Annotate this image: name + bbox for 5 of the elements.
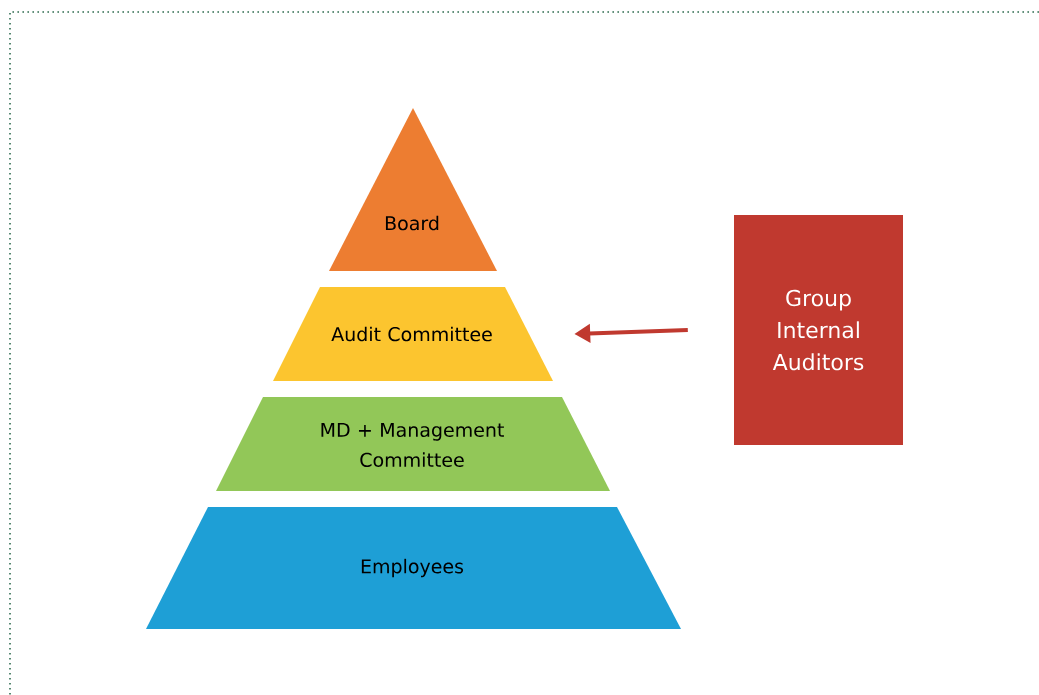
pyramid-top: Board <box>329 108 497 271</box>
pyramid-tier: Employees <box>146 507 681 629</box>
auditor-box: Group Internal Auditors <box>734 215 903 445</box>
pyramid-tier: Audit Committee <box>273 287 553 381</box>
pyramid-tier: MD + Management Committee <box>216 397 610 491</box>
